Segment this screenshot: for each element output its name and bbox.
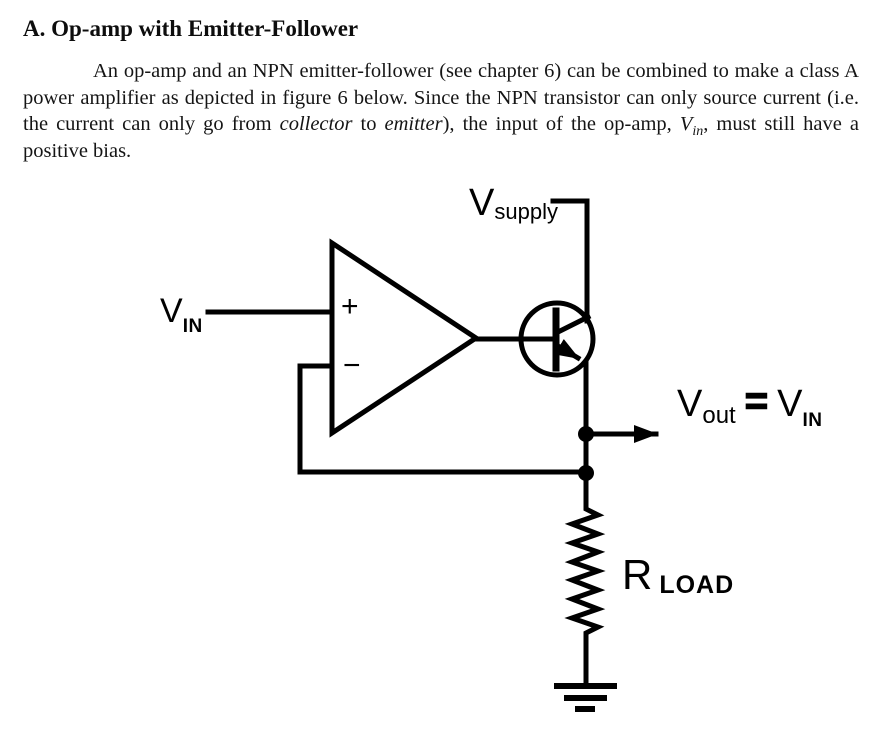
vin-variable-subscript: in <box>692 124 704 140</box>
italic-emitter: emitter <box>384 113 443 135</box>
r-load-subscript: LOAD <box>659 571 735 599</box>
transistor-emitter <box>554 338 582 362</box>
junction-dot-output <box>578 426 594 442</box>
v-out-vin-main: V <box>777 383 803 425</box>
minus-input-symbol: − <box>343 349 361 382</box>
v-supply-label: Vsupply <box>469 182 558 224</box>
v-in-label: VIN <box>160 292 203 336</box>
v-out-equation: Vout=VIN <box>677 380 822 430</box>
v-supply-subscript: supply <box>494 199 558 224</box>
v-out-subscript: out <box>702 402 736 429</box>
plus-input-symbol: + <box>341 290 359 323</box>
transistor-body <box>518 300 596 378</box>
v-out-vin-subscript: IN <box>802 410 823 431</box>
italic-collector: collector <box>279 113 353 135</box>
v-supply-main: V <box>469 182 495 224</box>
v-out-main: V <box>677 383 703 425</box>
r-load-main: R <box>622 551 653 598</box>
v-in-subscript: IN <box>182 316 203 337</box>
supply-wire <box>550 198 590 324</box>
transistor-collector <box>554 313 592 336</box>
opamp-triangle <box>329 238 481 438</box>
section-heading: A. Op-amp with Emitter-Follower <box>23 16 359 41</box>
v-in-main: V <box>160 292 183 330</box>
load-resistor <box>564 470 606 689</box>
equals-sign: = <box>744 379 769 423</box>
paragraph-text: An op-amp and an NPN emitter-follower (s… <box>23 60 859 135</box>
junction-dot-feedback <box>578 465 594 481</box>
body-paragraph: An op-amp and an NPN emitter-follower (s… <box>23 60 859 162</box>
feedback-wire <box>297 363 589 475</box>
ground-symbol <box>554 683 617 712</box>
vin-variable: V <box>679 113 693 135</box>
